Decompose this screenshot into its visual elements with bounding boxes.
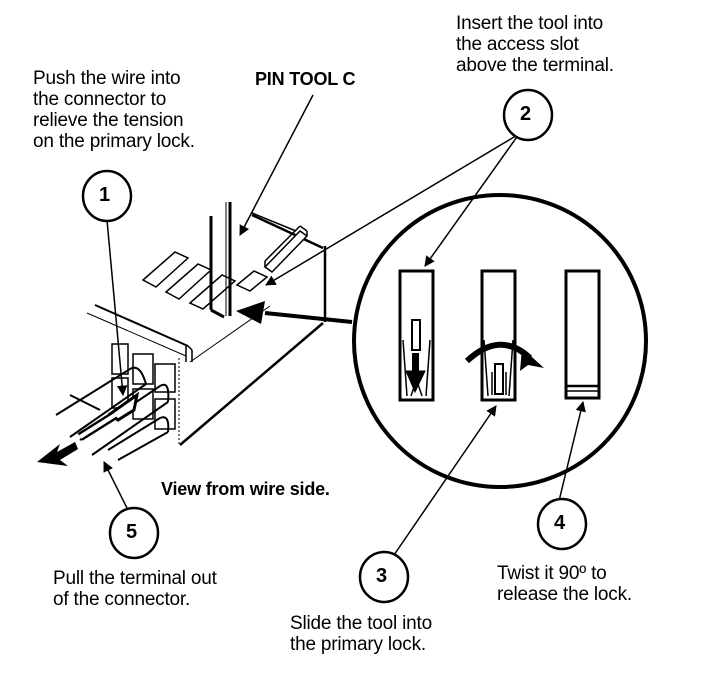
step-5-badge: [108, 506, 160, 560]
view-caption: View from wire side.: [161, 479, 330, 499]
step-5-number: 5: [126, 521, 137, 543]
terminal-cavities: [111, 343, 176, 430]
push-arrow: [77, 391, 140, 441]
access-slots: [141, 225, 309, 310]
step-1-number: 1: [99, 184, 110, 206]
step-4-instruction: Twist it 90º to release the lock.: [497, 563, 632, 605]
step-1-badge: [81, 169, 133, 223]
pull-arrow: [37, 442, 78, 466]
terminal-stage-released: [564, 269, 601, 400]
step-3-badge: [358, 550, 410, 604]
step-5-instruction: Pull the terminal out of the connector.: [53, 568, 217, 610]
terminal-stage-insert: [398, 269, 435, 402]
detail-magnifier-circle: [352, 193, 648, 489]
pin-tool: [209, 202, 232, 319]
step-4-badge: [536, 497, 588, 551]
step-2-number: 2: [520, 103, 531, 125]
leader-lines: [103, 94, 586, 556]
detail-pointer-arrow: [236, 301, 353, 324]
pin-tool-label: PIN TOOL C: [255, 69, 356, 89]
step-3-number: 3: [376, 565, 387, 587]
step-1-instruction: Push the wire into the connector to reli…: [33, 68, 195, 152]
step-4-number: 4: [554, 512, 565, 534]
terminal-stage-slide: [480, 269, 517, 402]
twist-arrow: [464, 341, 544, 371]
step-3-instruction: Slide the tool into the primary lock.: [290, 613, 432, 655]
step-2-badge: [502, 88, 554, 142]
connector-housing: [86, 213, 327, 446]
wires: [55, 366, 170, 461]
step-2-instruction: Insert the tool into the access slot abo…: [456, 13, 614, 76]
